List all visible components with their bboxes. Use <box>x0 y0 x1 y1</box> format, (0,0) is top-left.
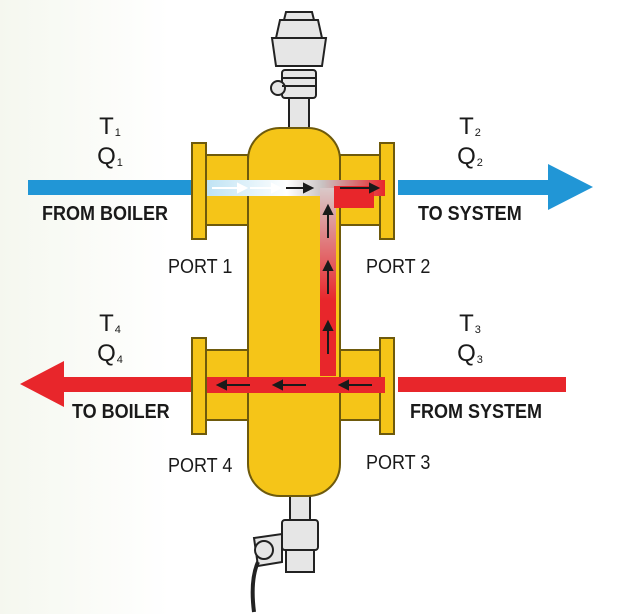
to-system-arrow <box>398 164 593 210</box>
air-vent <box>270 11 328 131</box>
port1-label: PORT 1 <box>168 256 233 278</box>
port3-flow-rate-label: Q3 <box>457 340 483 367</box>
separator-body <box>247 127 341 497</box>
from-boiler-label: FROM BOILER <box>42 203 168 225</box>
port1-flow-rate-label: Q1 <box>97 143 123 170</box>
background-tint <box>0 0 170 614</box>
from-boiler-arrow <box>28 180 193 195</box>
port3-label: PORT 3 <box>366 452 431 474</box>
to-boiler-label: TO BOILER <box>72 401 170 423</box>
port2-temperature-label: T2 <box>459 113 481 140</box>
port1-temperature-label: T1 <box>99 113 121 140</box>
flow-direction-arrows <box>212 182 381 391</box>
port4-temperature-label: T4 <box>99 310 121 337</box>
from-system-arrow <box>398 377 566 392</box>
port3-temperature-label: T3 <box>459 310 481 337</box>
to-system-label: TO SYSTEM <box>418 203 522 225</box>
port2-label: PORT 2 <box>366 256 431 278</box>
port2-flow-rate-label: Q2 <box>457 143 483 170</box>
drain-valve <box>250 489 319 613</box>
to-boiler-arrow <box>20 361 197 407</box>
port4-flow-rate-label: Q4 <box>97 340 123 367</box>
port4-label: PORT 4 <box>168 455 233 477</box>
from-system-label: FROM SYSTEM <box>410 401 543 423</box>
